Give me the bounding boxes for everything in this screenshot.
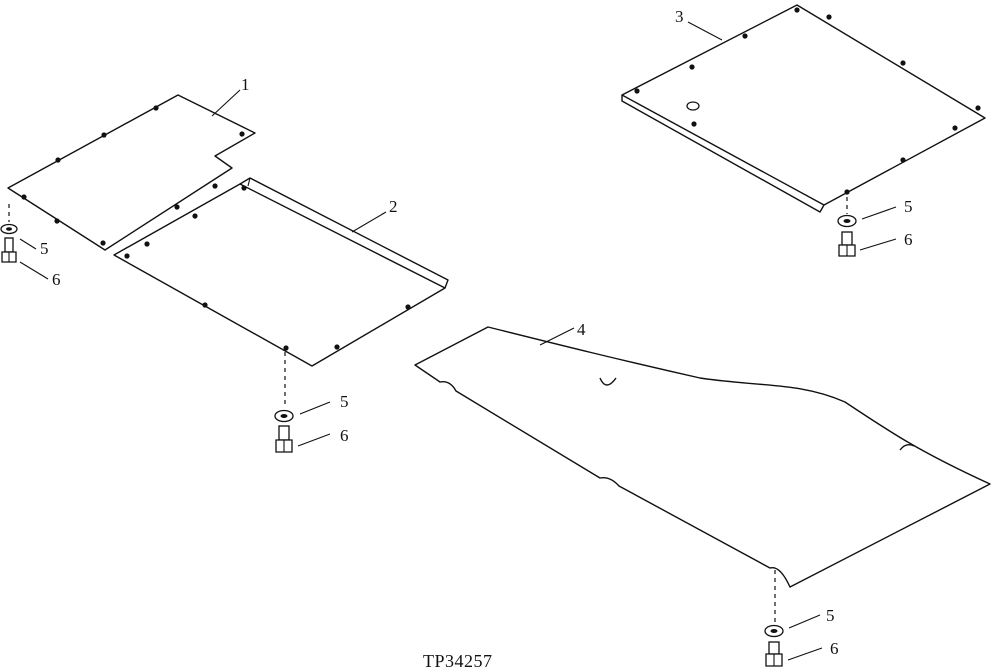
callout-4: 4 [539, 320, 586, 346]
callout-5-left: 5 [40, 239, 49, 258]
floor-plate-2 [113, 177, 449, 367]
callout-4-label: 4 [577, 320, 586, 339]
figure-code: TP34257 [423, 651, 493, 671]
floor-plate-3 [621, 4, 986, 213]
floor-plate-1 [7, 94, 256, 251]
washer-right-top [837, 214, 857, 228]
bolt-left [1, 237, 17, 263]
washer-left [0, 223, 18, 235]
hardware-set-bottom: 5 6 [764, 570, 839, 667]
callout-6-bottom: 6 [830, 639, 839, 658]
callout-3: 3 [675, 7, 723, 41]
hardware-set-left: 5 6 [0, 204, 61, 289]
callout-6-right-top: 6 [904, 230, 913, 249]
bolt-center [275, 425, 293, 453]
callout-3-label: 3 [675, 7, 684, 26]
callout-1-label: 1 [241, 75, 250, 94]
callout-5-right-top: 5 [904, 197, 913, 216]
callout-6-center: 6 [340, 426, 349, 445]
bolt-right-top [838, 231, 856, 257]
hardware-set-center: 5 6 [274, 352, 349, 453]
callout-2: 2 [351, 197, 398, 233]
hardware-set-right-top: 5 6 [837, 197, 913, 257]
callout-5-center: 5 [340, 392, 349, 411]
bolt-bottom [765, 641, 783, 667]
floor-plate-4 [414, 326, 991, 588]
callout-1: 1 [211, 75, 250, 117]
callout-6-left: 6 [52, 270, 61, 289]
washer-center [274, 409, 294, 423]
callout-5-bottom: 5 [826, 606, 835, 625]
washer-bottom [764, 624, 784, 638]
callout-2-label: 2 [389, 197, 398, 216]
